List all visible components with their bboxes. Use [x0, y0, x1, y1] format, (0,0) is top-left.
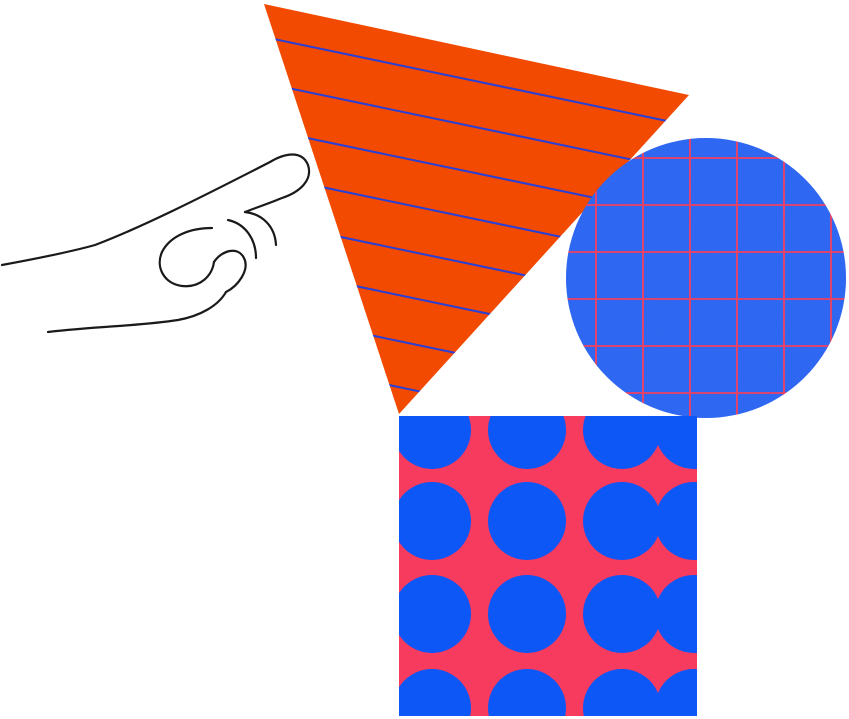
- square-dot: [583, 416, 661, 469]
- circle-texture: [566, 138, 846, 418]
- square-dot: [655, 416, 697, 469]
- square-dots: [399, 416, 697, 716]
- square-dot: [655, 575, 697, 653]
- square-dot: [488, 575, 566, 653]
- square-dot: [488, 669, 566, 716]
- square-dot: [583, 575, 661, 653]
- square-dot: [399, 575, 471, 653]
- square-dot: [399, 416, 471, 469]
- square-dot: [655, 482, 697, 560]
- square-dot: [655, 669, 697, 716]
- triangle-shape: [264, 4, 689, 414]
- square-dot: [399, 669, 471, 716]
- square-dot: [488, 416, 566, 469]
- pointing-hand-icon: [0, 153, 311, 334]
- square-dot: [583, 482, 661, 560]
- dotted-square: [399, 416, 697, 716]
- square-dot: [583, 669, 661, 716]
- triangle-stripe: [264, 31, 689, 133]
- square-dot: [399, 482, 471, 560]
- square-dot: [488, 482, 566, 560]
- square-shape: [399, 416, 697, 716]
